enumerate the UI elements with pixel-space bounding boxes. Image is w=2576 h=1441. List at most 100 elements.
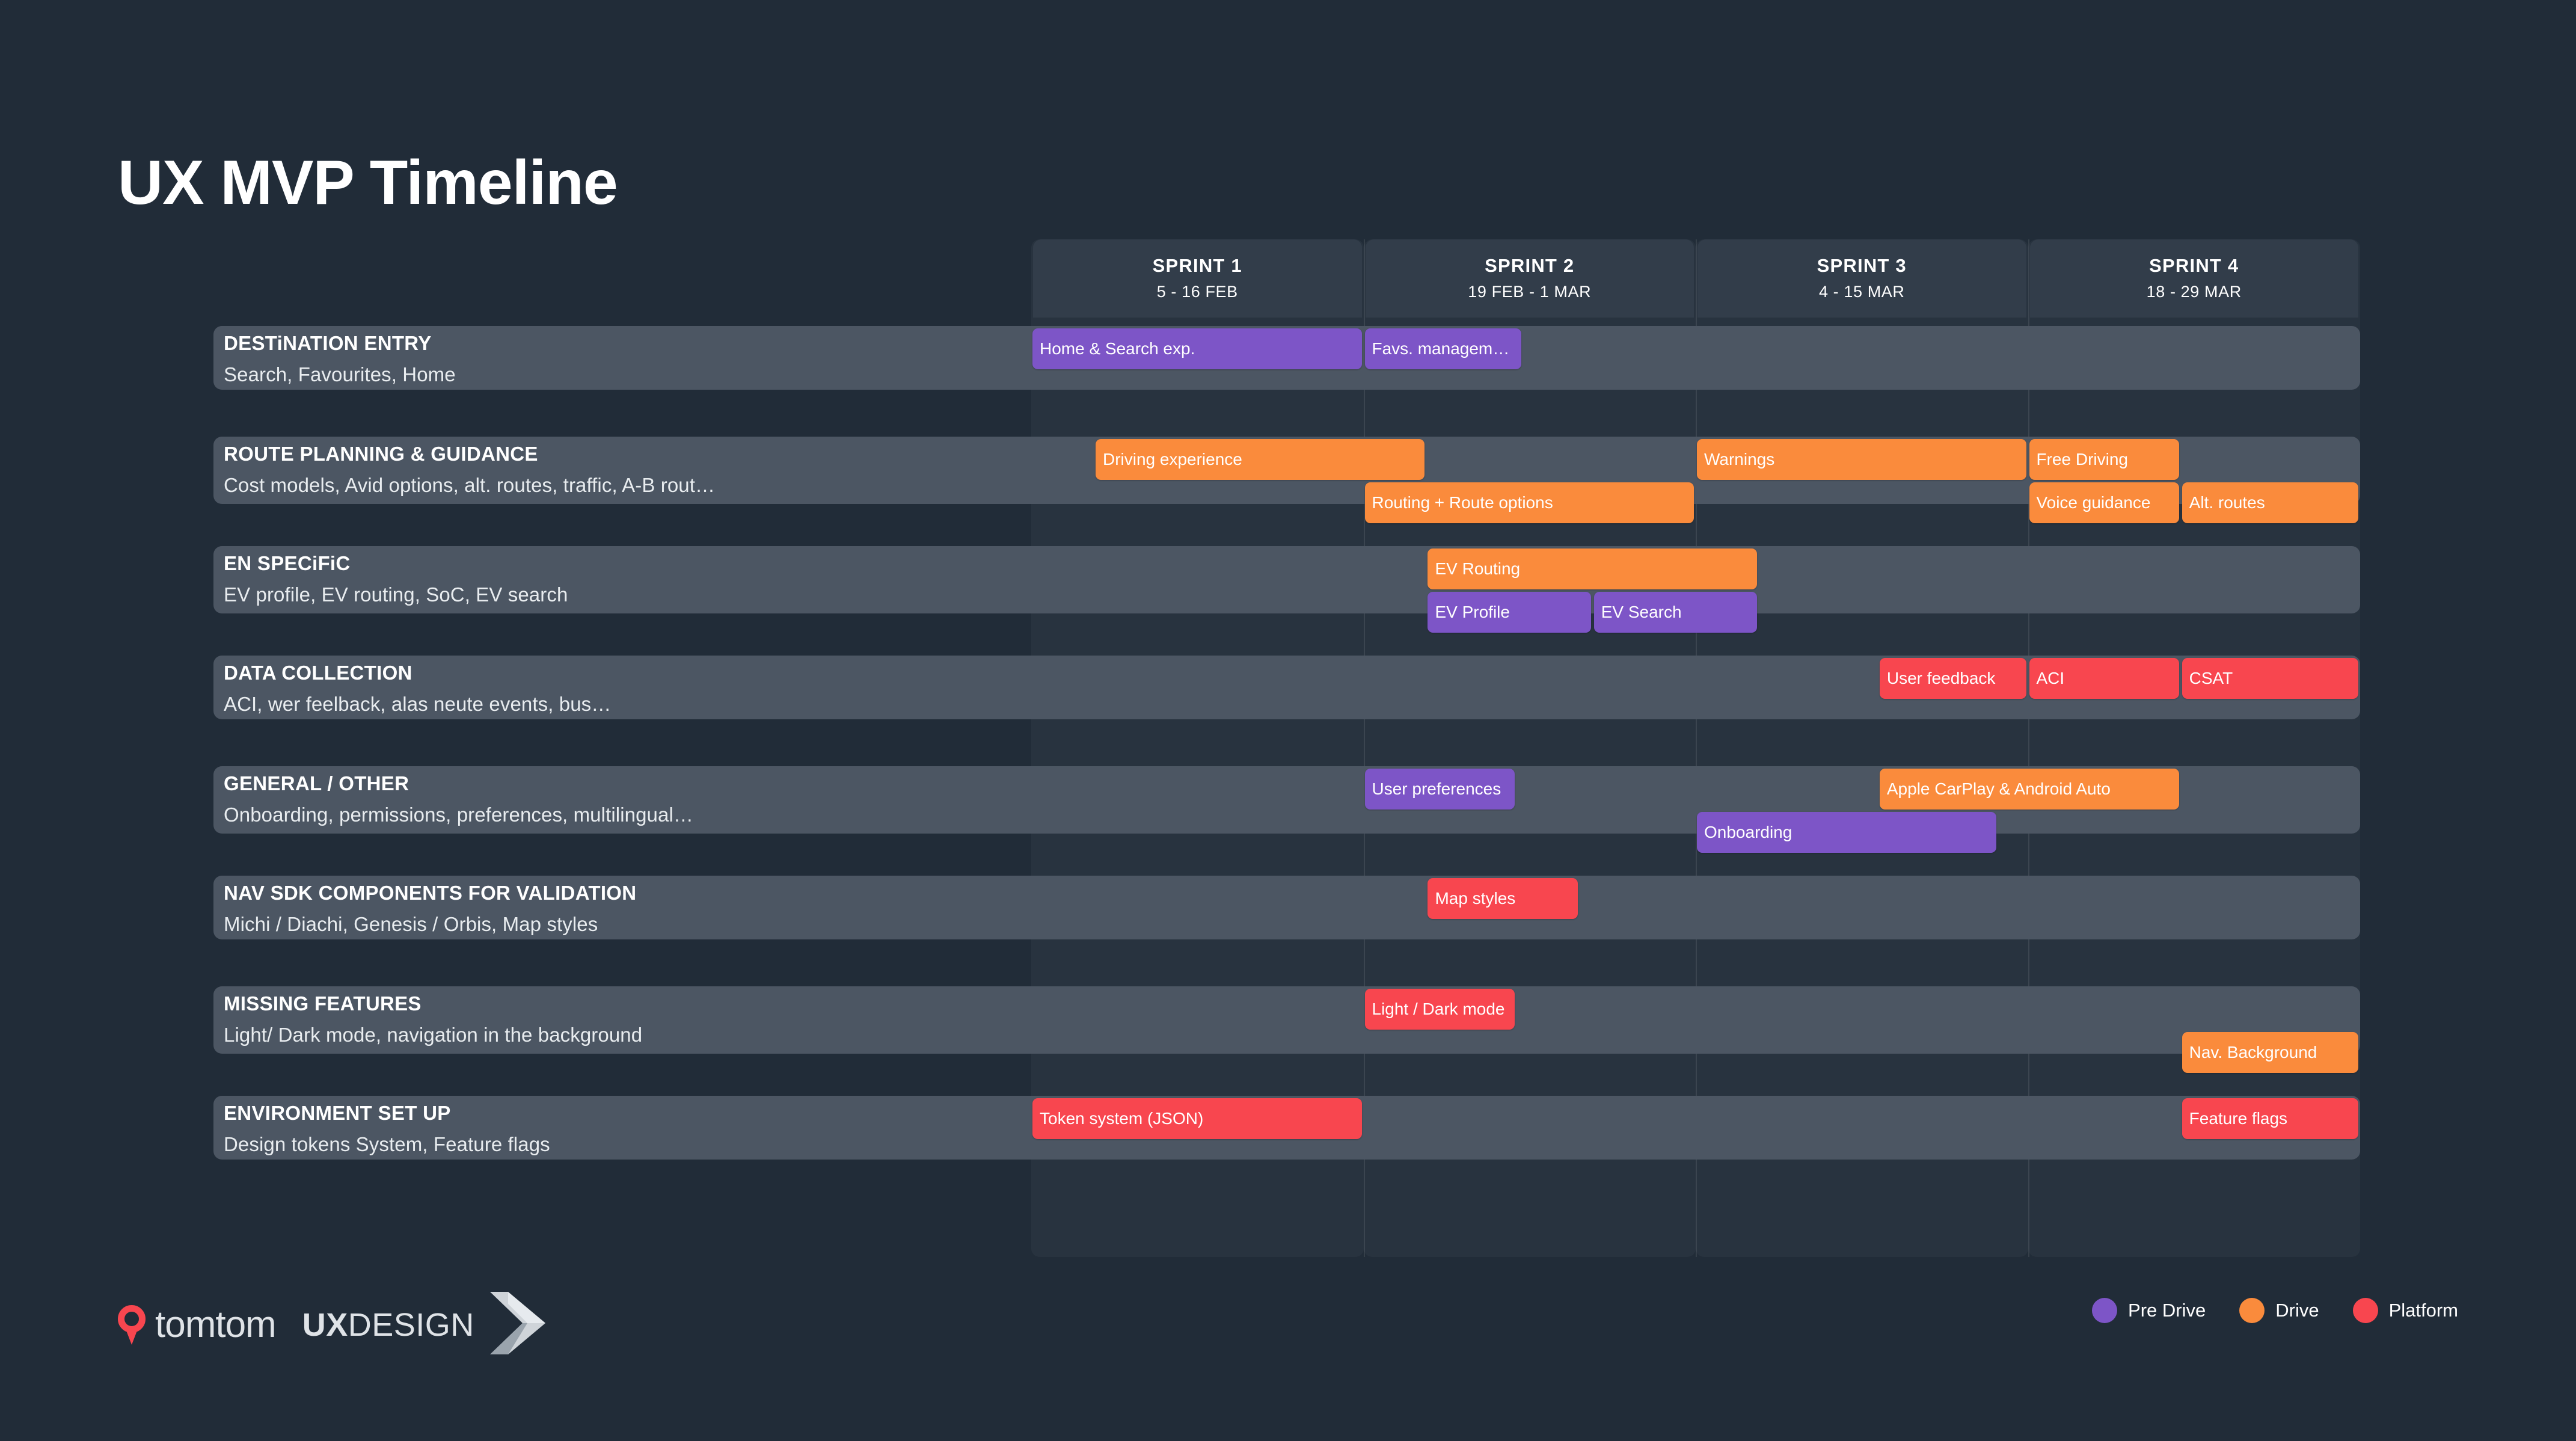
task-bar[interactable]: Favs. managem… xyxy=(1364,328,1521,369)
task-bar-label: Onboarding xyxy=(1704,823,1792,841)
task-bar-label: User feedback xyxy=(1886,669,1996,687)
task-bar[interactable]: EV Search xyxy=(1593,592,1757,633)
row-title: DATA COLLECTION xyxy=(224,662,412,684)
row-subtitle: Light/ Dark mode, navigation in the back… xyxy=(224,1024,643,1046)
task-bar-label: EV Routing xyxy=(1435,559,1521,578)
row-title: MISSING FEATURES xyxy=(224,992,422,1015)
legend-item-platform[interactable]: Platform xyxy=(2352,1298,2458,1323)
task-bar-label: Token system (JSON) xyxy=(1040,1109,1204,1128)
footer-branding: tomtom UXDESIGN xyxy=(118,1292,545,1357)
task-bar[interactable]: ACI xyxy=(2029,658,2179,699)
task-bar-label: ACI xyxy=(2036,669,2065,687)
sprint-dates: 19 FEB - 1 MAR xyxy=(1468,282,1592,301)
row-band xyxy=(213,546,2360,613)
task-bar-label: Free Driving xyxy=(2036,450,2128,469)
sprint-name: SPRINT 3 xyxy=(1817,254,1907,276)
task-bar[interactable]: Warnings xyxy=(1697,439,2026,480)
row-label: DESTiNATION ENTRY Search, Favourites, Hom… xyxy=(224,332,456,386)
task-bar-label: Light / Dark mode xyxy=(1372,1000,1505,1018)
task-bar[interactable]: User preferences xyxy=(1364,769,1515,810)
row-label: EN SPECiFiC EV profile, EV routing, SoC, … xyxy=(224,552,568,606)
task-bar-label: CSAT xyxy=(2189,669,2233,687)
legend-item-drive[interactable]: Drive xyxy=(2239,1298,2319,1323)
tomtom-wordmark: tomtom xyxy=(155,1304,277,1345)
legend-color-dot xyxy=(2092,1298,2118,1323)
row-title: GENERAL / OTHER xyxy=(224,772,409,794)
task-bar[interactable]: Driving experience xyxy=(1095,439,1425,480)
task-bar-label: Nav. Background xyxy=(2189,1043,2317,1062)
sprint-header-2[interactable]: SPRINT 2 19 FEB - 1 MAR xyxy=(1365,239,1694,318)
row-subtitle: Michi / Diachi, Genesis / Orbis, Map sty… xyxy=(224,913,598,935)
task-bar-label: Apple CarPlay & Android Auto xyxy=(1886,779,2111,798)
task-bar[interactable]: User feedback xyxy=(1879,658,2026,699)
task-bar[interactable]: EV Routing xyxy=(1428,548,1757,589)
task-bar-label: Voice guidance xyxy=(2036,493,2151,512)
sprint-dates: 18 - 29 MAR xyxy=(2146,282,2242,301)
task-bar[interactable]: Onboarding xyxy=(1697,812,1996,853)
sprint-header-1[interactable]: SPRINT 1 5 - 16 FEB xyxy=(1033,239,1362,318)
task-bar-label: Driving experience xyxy=(1102,450,1242,469)
task-bar-label: Alt. routes xyxy=(2189,493,2265,512)
uxdesign-light: DESIGN xyxy=(348,1306,474,1343)
sprint-name: SPRINT 2 xyxy=(1485,254,1575,276)
legend-color-dot xyxy=(2239,1298,2265,1323)
row-label: NAV SDK COMPONENTS FOR VALIDATION Michi /… xyxy=(224,882,636,936)
sprint-header-3[interactable]: SPRINT 3 4 - 15 MAR xyxy=(1697,239,2026,318)
task-bar-label: EV Profile xyxy=(1435,603,1510,621)
legend-item-pre-drive[interactable]: Pre Drive xyxy=(2092,1298,2206,1323)
task-bar-label: Routing + Route options xyxy=(1372,493,1553,512)
row-label: MISSING FEATURES Light/ Dark mode, naviga… xyxy=(224,992,642,1046)
row-label: DATA COLLECTION ACI, wer feelback, alas n… xyxy=(224,662,611,716)
sprint-name: SPRINT 1 xyxy=(1152,254,1242,276)
task-bar[interactable]: Light / Dark mode xyxy=(1364,989,1515,1030)
row-title: NAV SDK COMPONENTS FOR VALIDATION xyxy=(224,882,637,904)
task-bar-label: Home & Search exp. xyxy=(1040,339,1195,358)
legend-label: Platform xyxy=(2388,1300,2458,1321)
row-subtitle: ACI, wer feelback, alas neute events, bu… xyxy=(224,693,612,715)
task-bar[interactable]: Feature flags xyxy=(2182,1098,2358,1139)
sprint-dates: 4 - 15 MAR xyxy=(1818,282,1905,301)
row-band xyxy=(213,876,2360,939)
task-bar-label: Feature flags xyxy=(2189,1109,2288,1128)
task-bar[interactable]: CSAT xyxy=(2182,658,2358,699)
row-band xyxy=(213,986,2360,1054)
task-bar[interactable]: Voice guidance xyxy=(2029,482,2179,523)
task-bar-label: User preferences xyxy=(1372,779,1501,798)
task-bar[interactable]: Alt. routes xyxy=(2182,482,2358,523)
task-bar-label: EV Search xyxy=(1601,603,1682,621)
row-title: ENVIRONMENT SET UP xyxy=(224,1102,451,1124)
column-divider xyxy=(1696,239,1697,1257)
row-title: ROUTE PLANNING & GUIDANCE xyxy=(224,443,538,465)
task-bar[interactable]: Nav. Background xyxy=(2182,1032,2358,1073)
row-title: EN SPECiFiC xyxy=(224,552,351,574)
row-subtitle: Search, Favourites, Home xyxy=(224,363,456,386)
task-bar[interactable]: Apple CarPlay & Android Auto xyxy=(1879,769,2179,810)
task-bar[interactable]: Token system (JSON) xyxy=(1032,1098,1362,1139)
sprint-dates: 5 - 16 FEB xyxy=(1156,282,1238,301)
tomtom-pin-icon xyxy=(118,1304,146,1345)
column-divider xyxy=(1363,239,1365,1257)
column-divider xyxy=(2028,239,2029,1257)
task-bar-label: Map styles xyxy=(1435,889,1516,908)
task-bar-label: Warnings xyxy=(1704,450,1775,469)
legend-label: Pre Drive xyxy=(2128,1300,2206,1321)
task-bar[interactable]: Home & Search exp. xyxy=(1032,328,1362,369)
legend-label: Drive xyxy=(2275,1300,2319,1321)
task-bar[interactable]: Map styles xyxy=(1428,878,1578,919)
task-bar[interactable]: Free Driving xyxy=(2029,439,2179,480)
uxdesign-bold: UX xyxy=(302,1306,348,1343)
row-subtitle: EV profile, EV routing, SoC, EV search xyxy=(224,583,568,606)
task-bar-label: Favs. managem… xyxy=(1372,339,1510,358)
task-bar[interactable]: Routing + Route options xyxy=(1364,482,1694,523)
row-title: DESTiNATION ENTRY xyxy=(224,332,432,354)
legend-color-dot xyxy=(2352,1298,2378,1323)
legend: Pre Drive Drive Platform xyxy=(2058,1298,2458,1323)
page-title: UX MVP Timeline xyxy=(118,148,618,218)
task-bar[interactable]: EV Profile xyxy=(1428,592,1591,633)
chevron-logo-icon xyxy=(489,1292,545,1357)
